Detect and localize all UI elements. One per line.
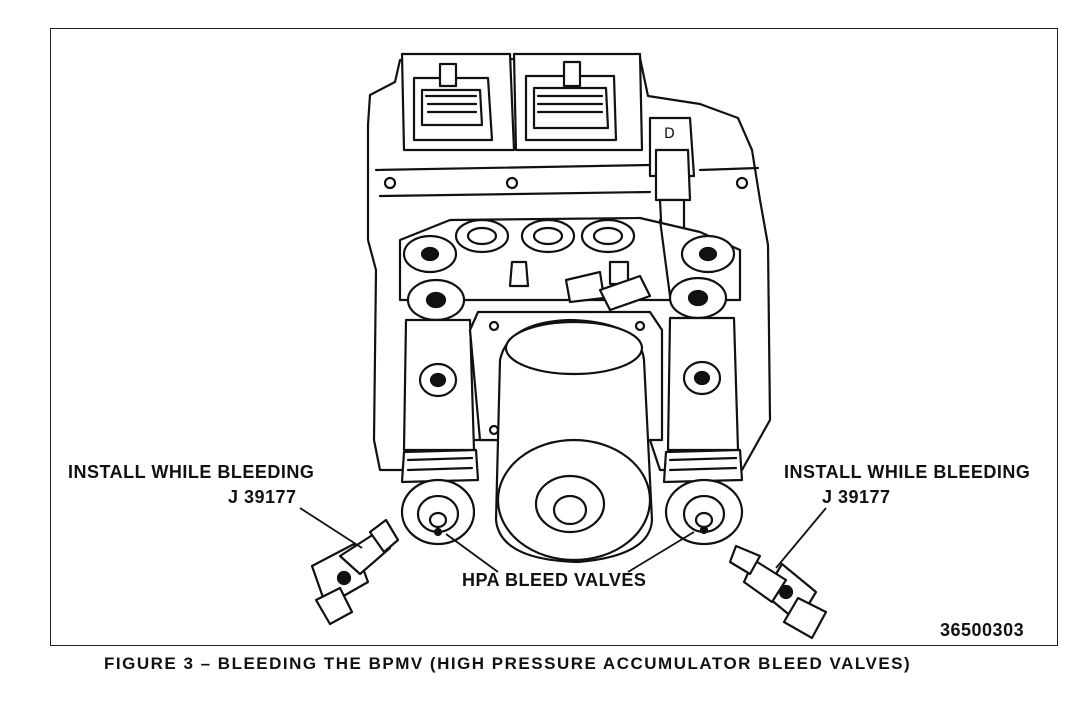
leader-right-tool [775, 507, 827, 569]
leader-left-tool [299, 507, 363, 549]
right-tool-label: INSTALL WHILE BLEEDING [784, 462, 1031, 482]
hpa-bleed-valves-label: HPA BLEED VALVES [462, 570, 647, 590]
figure-caption: FIGURE 3 – BLEEDING THE BPMV (HIGH PRESS… [104, 654, 912, 673]
leader-hpa-left [445, 533, 499, 573]
left-tool-number: J 39177 [228, 487, 297, 507]
figure-frame [50, 28, 1058, 646]
svg-text:D: D [664, 126, 675, 142]
figure-code: 36500303 [940, 620, 1025, 640]
leader-hpa-right [627, 531, 695, 573]
electrical-connector-left [400, 52, 516, 152]
electrical-connector-right [512, 52, 644, 152]
hpa-bleed-valve-right [662, 448, 744, 546]
bleeder-tool-left [310, 518, 400, 626]
right-tool-number: J 39177 [822, 487, 891, 507]
hpa-bleed-valve-left [400, 448, 480, 546]
small-connector: D [648, 116, 696, 242]
left-tool-label: INSTALL WHILE BLEEDING [68, 462, 315, 482]
bleeder-tool-right [728, 544, 828, 640]
